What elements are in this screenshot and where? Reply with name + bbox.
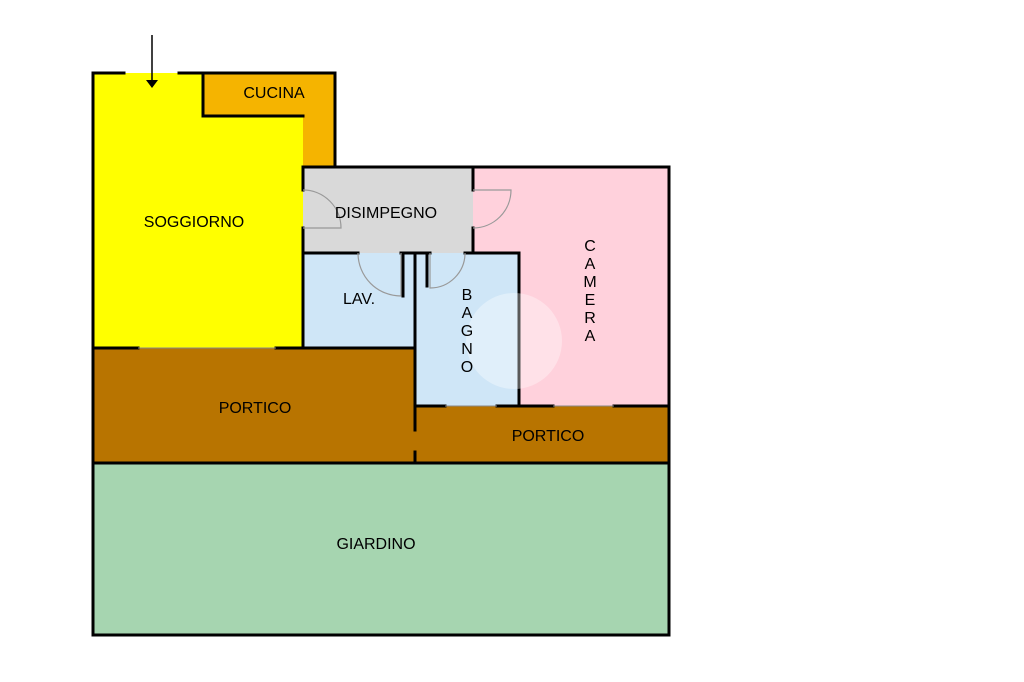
bagno-label-letter: N [461,341,473,358]
camera-label-letter: E [585,292,596,309]
label-soggiorno: SOGGIORNO [144,214,244,231]
label-cucina: CUCINA [243,85,305,102]
bagno-label-letter: A [462,305,473,322]
door-swings [302,189,512,297]
walls [91,71,671,637]
camera-label-letter: R [584,310,596,327]
camera-label-letter: A [585,328,596,345]
bagno-label-letter: O [461,359,473,376]
soggiorno-area [93,73,203,348]
door-disimpegno-soggiorno [302,189,342,229]
door-disimpegno-camera [472,189,512,229]
soggiorno-area-ext [203,116,303,348]
lavanderia-area [303,253,415,348]
window-lines [138,347,614,407]
label-disimpegno: DISIMPEGNO [335,205,437,222]
disimpegno-area [303,167,473,253]
camera-label-letter: C [584,238,596,255]
bagno-label-letter: G [461,323,473,340]
camera-label-letter: M [583,274,596,291]
giardino-area [93,463,669,635]
door-bagno [429,252,466,289]
bagno-area [415,253,519,406]
entry-arrow-icon [146,35,158,88]
door-lavanderia [357,252,402,297]
label-portico-left: PORTICO [219,400,292,417]
camera-label-letter: A [585,256,596,273]
label-giardino: GIARDINO [336,536,415,553]
label-portico-right: PORTICO [512,428,585,445]
portico-right-area [415,406,669,463]
label-lavanderia: LAV. [343,291,375,308]
portico-left-area [93,348,415,463]
watermark-circle [466,293,562,389]
bagno-label-letter: B [462,287,473,304]
